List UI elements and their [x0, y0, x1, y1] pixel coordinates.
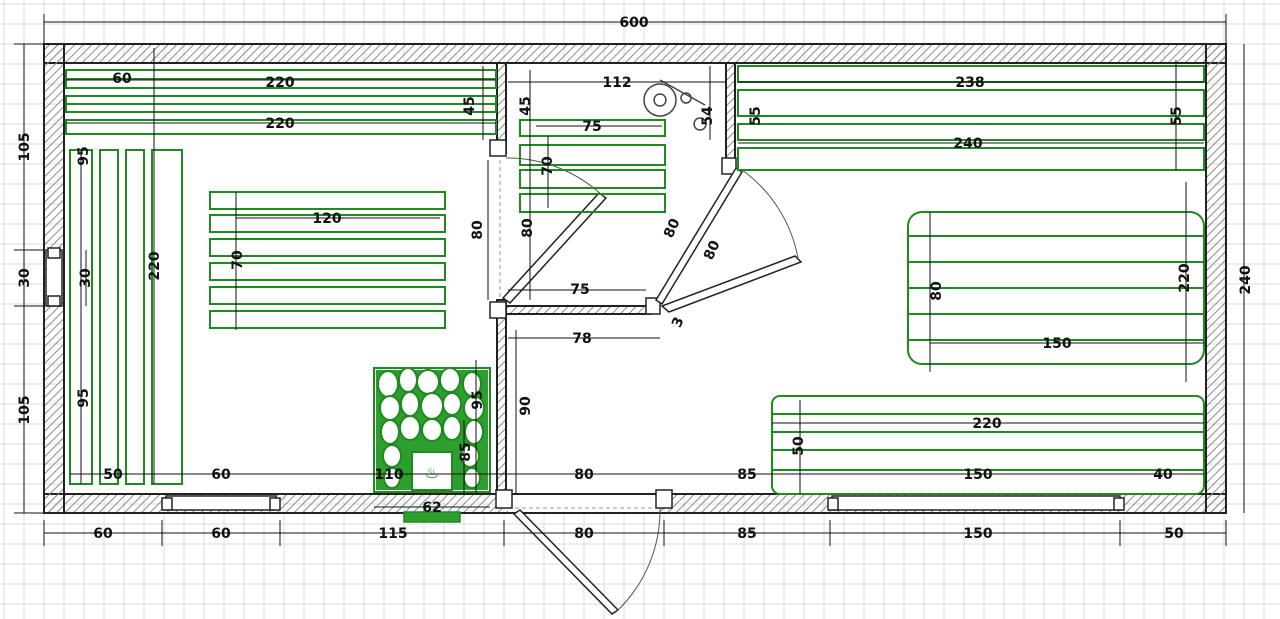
dim-inner-50: 50 — [103, 467, 123, 483]
dim-inner-60: 60 — [211, 467, 231, 483]
dim-stove-95: 95 — [470, 390, 486, 409]
dim-mid-54: 54 — [700, 106, 716, 126]
dim-bottom-85: 85 — [737, 526, 756, 542]
dim-stove-85: 85 — [458, 442, 474, 461]
dim-wall-45b: 45 — [518, 96, 534, 115]
dim-mid-75a: 75 — [582, 119, 601, 135]
dim-inner-110: 110 — [374, 467, 403, 483]
dim-left-105a: 105 — [17, 132, 33, 161]
dim-mid-75b: 75 — [570, 282, 589, 298]
dim-stove-62: 62 — [422, 500, 441, 516]
dim-inner-150: 150 — [963, 467, 992, 483]
overall-width-label: 600 — [619, 15, 648, 31]
dim-table-120: 120 — [312, 211, 341, 227]
dim-mid-door-a: 80 — [661, 216, 684, 241]
walls — [43, 43, 1227, 514]
svg-text:♨: ♨ — [425, 463, 439, 482]
dim-top-112: 112 — [602, 75, 631, 91]
dimension-lines — [14, 14, 1245, 546]
dim-right-220b: 220 — [972, 416, 1001, 432]
dim-bottom-60b: 60 — [211, 526, 231, 542]
dim-right-55a: 55 — [748, 106, 764, 125]
dim-top-238: 238 — [955, 75, 984, 91]
doors — [499, 157, 803, 615]
dim-bottom-115: 115 — [378, 526, 407, 542]
dim-mid-90: 90 — [518, 396, 534, 416]
dim-top-240: 240 — [953, 136, 982, 152]
dim-bottom-60a: 60 — [93, 526, 113, 542]
dim-right-50: 50 — [791, 436, 807, 456]
overall-height-label: 240 — [1238, 265, 1254, 294]
dim-bottom-80: 80 — [574, 526, 594, 542]
dim-mid-78: 78 — [572, 331, 591, 347]
dim-right-80: 80 — [929, 281, 945, 301]
furniture — [65, 65, 1205, 495]
dim-bench-30: 30 — [78, 268, 94, 288]
stove-stones — [376, 367, 488, 490]
dim-right-55b: 55 — [1169, 106, 1185, 125]
dim-mid-80: 80 — [520, 218, 536, 238]
dim-inner-85: 85 — [737, 467, 756, 483]
dim-bench-95b: 95 — [76, 388, 92, 407]
dim-bottom-150: 150 — [963, 526, 992, 542]
dim-mid-door-b: 80 — [701, 238, 724, 263]
dim-mid-70: 70 — [540, 156, 556, 176]
stove: ♨ — [373, 367, 491, 523]
dim-bench-95a: 95 — [76, 146, 92, 165]
dim-wall-80: 80 — [470, 220, 486, 240]
dim-inner-40: 40 — [1153, 467, 1173, 483]
dimension-labels: 600 240 60 220 220 112 238 240 60 60 115… — [17, 15, 1254, 542]
dim-top-220a: 220 — [265, 75, 294, 91]
dim-right-150: 150 — [1042, 336, 1071, 352]
dim-wall-45a: 45 — [462, 96, 478, 115]
dim-right-220a: 220 — [1177, 263, 1193, 292]
washbasin-icon — [643, 79, 707, 131]
dim-left-105b: 105 — [17, 395, 33, 424]
dim-bottom-50: 50 — [1164, 526, 1184, 542]
dim-top-60: 60 — [112, 71, 132, 87]
dim-top-220b: 220 — [265, 116, 294, 132]
dim-inner-80: 80 — [574, 467, 594, 483]
dim-table-70: 70 — [230, 250, 246, 270]
dim-bench-220: 220 — [147, 251, 163, 280]
dim-left-30: 30 — [17, 268, 33, 288]
